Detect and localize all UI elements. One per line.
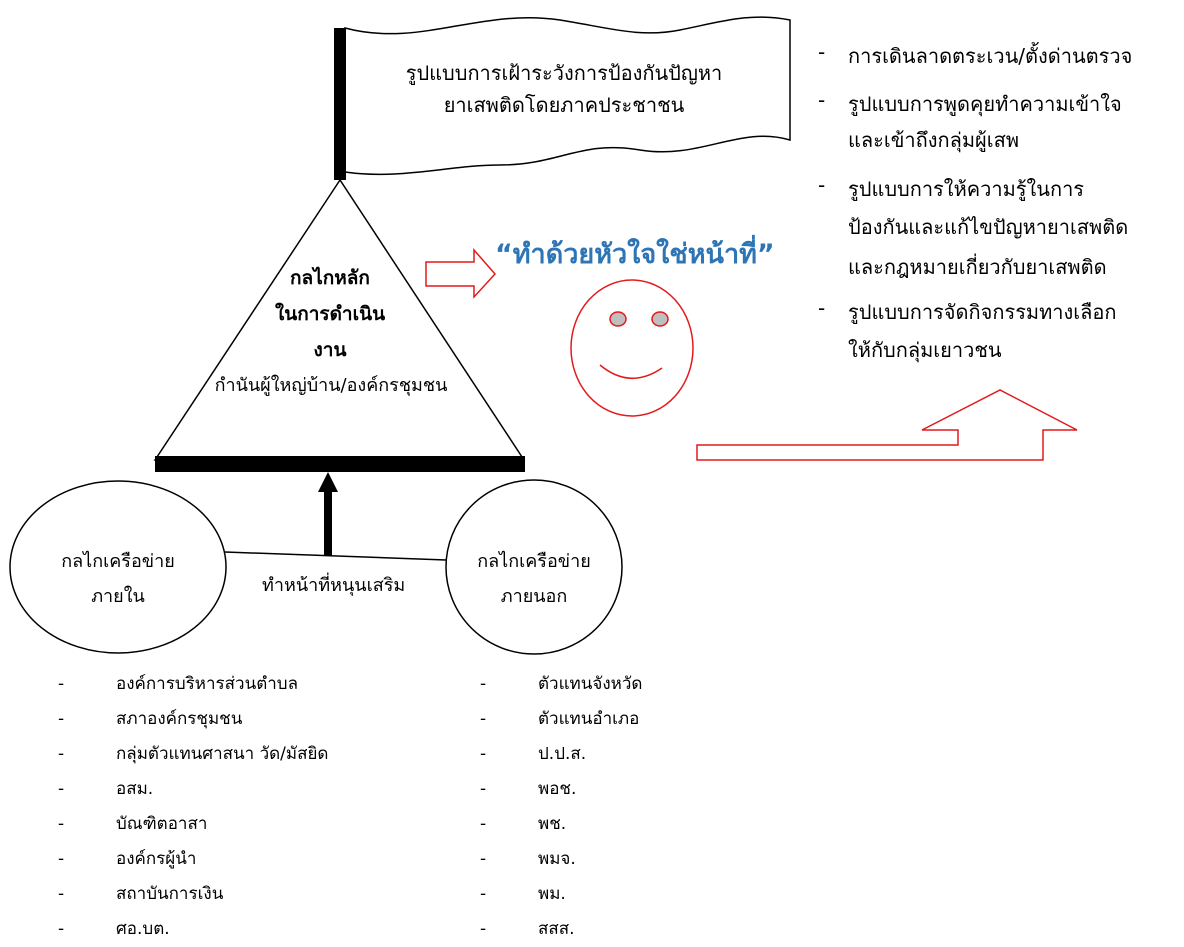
list-dash: - — [58, 744, 65, 764]
list-item-text: ตัวแทนอำเภอ — [538, 709, 640, 729]
smiley-mouth — [599, 364, 663, 380]
list-item-text: สถาบันการเงิน — [116, 884, 224, 904]
list-dash: - — [58, 849, 65, 869]
list-dash: - — [58, 814, 65, 834]
right-list-item-4-line-1: รูปแบบการจัดกิจกรรมทางเลือก — [848, 300, 1117, 324]
right-list-item-2-line-1: รูปแบบการพูดคุยทำความเข้าใจ — [848, 92, 1122, 116]
list-item-text: พมจ. — [538, 849, 576, 869]
list-item-text: ศอ.บต. — [116, 919, 170, 939]
list-dash: - — [818, 88, 826, 112]
list-item-text: สภาองค์กรชุมชน — [116, 709, 243, 729]
right-arrow-icon — [425, 248, 497, 299]
triangle-base-bar — [155, 456, 525, 472]
left-circle-label-line-1: กลไกเครือข่าย — [61, 551, 175, 572]
list-dash: - — [818, 40, 826, 64]
list-dash: - — [58, 884, 65, 904]
right-list-item-1-line-1: การเดินลาดตระเวน/ตั้งด่านตรวจ — [848, 44, 1133, 68]
right-circle-label-line-2: ภายนอก — [500, 586, 568, 607]
flag-pole — [334, 28, 346, 180]
list-item-text: พม. — [538, 884, 566, 904]
list-item-text: องค์กรผู้นำ — [116, 849, 197, 869]
right-list-item-3-line-3: และกฎหมายเกี่ยวกับยาเสพติด — [848, 255, 1107, 279]
right-list-item-3-line-2: ป้องกันและแก้ไขปัญหายาเสพติด — [848, 215, 1129, 239]
support-arrow-shaft — [324, 488, 332, 556]
list-dash: - — [480, 744, 487, 764]
list-dash: - — [480, 919, 487, 939]
list-dash: - — [58, 919, 65, 939]
list-dash: - — [480, 814, 487, 834]
list-dash: - — [480, 709, 487, 729]
list-item-text: ตัวแทนจังหวัด — [538, 674, 643, 694]
triangle-title-line-1: กลไกหลัก — [290, 267, 370, 289]
list-dash: - — [480, 779, 487, 799]
smiley-left-eye — [609, 311, 627, 327]
flag-banner — [344, 16, 791, 176]
list-item-text: บัณฑิตอาสา — [116, 814, 208, 834]
list-item-text: พช. — [538, 814, 567, 834]
list-item-text: อสม. — [116, 779, 154, 799]
left-circle-label-line-2: ภายใน — [91, 586, 145, 607]
triangle-title-line-3: งาน — [313, 339, 347, 361]
slogan: “ทำด้วยหัวใจใช่หน้าที่” — [495, 239, 775, 270]
right-list-item-4-line-2: ให้กับกลุ่มเยาวชน — [848, 338, 1002, 362]
list-dash: - — [818, 173, 826, 197]
flag-text-line-1: รูปแบบการเฝ้าระวังการป้องกันปัญหา — [405, 61, 723, 85]
flag-text-line-2: ยาเสพติดโดยภาคประชาชน — [443, 93, 685, 117]
list-item-text: สสส. — [538, 919, 575, 939]
right-list-item-3-line-1: รูปแบบการให้ความรู้ในการ — [848, 177, 1085, 201]
list-item-text: พอช. — [538, 779, 577, 799]
right-circle — [445, 479, 623, 655]
list-item-text: ป.ป.ส. — [538, 744, 587, 764]
support-label: ทำหน้าที่หนุนเสริม — [262, 575, 406, 596]
bent-up-arrow-icon — [696, 389, 1078, 461]
list-item-text: องค์การบริหารส่วนตำบล — [116, 674, 298, 694]
list-dash: - — [58, 709, 65, 729]
smiley-right-eye — [651, 311, 669, 327]
list-dash: - — [818, 296, 826, 320]
right-circle-label-line-1: กลไกเครือข่าย — [477, 551, 591, 572]
triangle-subtitle: กำนันผู้ใหญ่บ้าน/องค์กรชุมชน — [214, 375, 448, 396]
list-dash: - — [58, 779, 65, 799]
list-dash: - — [480, 884, 487, 904]
connecting-line — [224, 551, 447, 561]
support-arrow-head — [318, 472, 338, 492]
list-dash: - — [58, 674, 65, 694]
list-dash: - — [480, 849, 487, 869]
triangle-title-line-2: ในการดำเนิน — [274, 303, 386, 325]
right-list-item-2-line-2: และเข้าถึงกลุ่มผู้เสพ — [848, 128, 1019, 152]
list-dash: - — [480, 674, 487, 694]
smiley-face-icon — [570, 279, 694, 417]
list-item-text: กลุ่มตัวแทนศาสนา วัด/มัสยิด — [116, 744, 329, 764]
left-circle — [9, 480, 227, 654]
